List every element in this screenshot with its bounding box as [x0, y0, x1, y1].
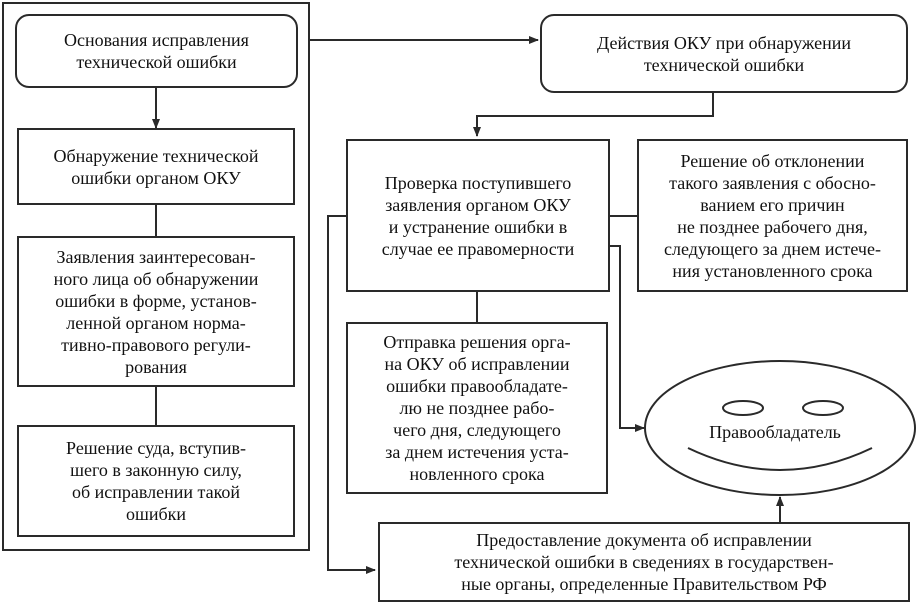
box-provision: Предоставление документа об исправлении …	[378, 522, 910, 602]
holder-face	[644, 360, 916, 496]
box-check: Проверка поступившего заявления органом …	[346, 139, 610, 292]
box-court: Решение суда, вступив- шего в законную с…	[17, 425, 295, 537]
box-detection: Обнаружение технической ошибки органом О…	[17, 128, 295, 205]
box-application-text: Заявления заинтересован- ного лица об об…	[53, 246, 259, 377]
box-sending: Отправка решения орга- на ОКУ об исправл…	[346, 322, 608, 494]
box-provision-text: Предоставление документа об исправлении …	[454, 530, 834, 594]
box-rejection-text: Решение об отклонении такого заявления с…	[664, 150, 881, 281]
box-actions-text: Действия ОКУ при обнаружении технической…	[597, 32, 851, 75]
box-rejection: Решение об отклонении такого заявления с…	[637, 139, 908, 292]
box-actions: Действия ОКУ при обнаружении технической…	[540, 14, 908, 93]
box-grounds-text: Основания исправления технической ошибки	[64, 30, 249, 72]
holder-right-eye	[802, 400, 844, 416]
box-check-text: Проверка поступившего заявления органом …	[381, 172, 575, 259]
holder-label: Правообладатель	[709, 422, 841, 442]
arrow-to-provision	[327, 215, 376, 574]
arrow-check-to-holder	[610, 245, 645, 432]
holder-mouth	[687, 447, 873, 471]
box-sending-text: Отправка решения орга- на ОКУ об исправл…	[383, 332, 571, 484]
left-column-frame	[2, 2, 310, 551]
box-application: Заявления заинтересован- ного лица об об…	[17, 236, 295, 387]
box-detection-text: Обнаружение технической ошибки органом О…	[53, 145, 259, 188]
holder-left-eye	[722, 400, 764, 416]
arrow-actions-to-check	[473, 93, 714, 137]
box-grounds: Основания исправления технической ошибки	[15, 14, 298, 88]
box-court-text: Решение суда, вступив- шего в законную с…	[66, 438, 246, 524]
